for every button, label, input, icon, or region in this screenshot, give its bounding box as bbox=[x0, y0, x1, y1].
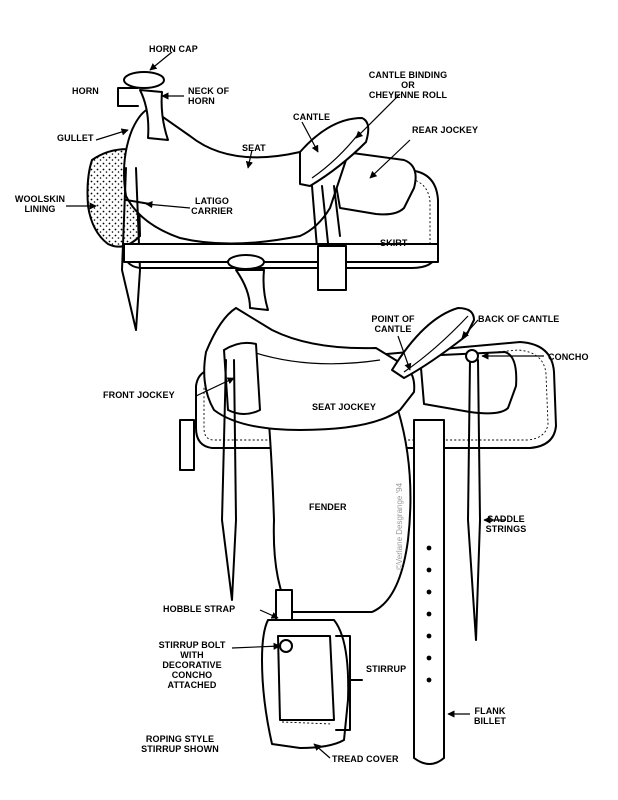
label-cantle: CANTLE bbox=[293, 112, 331, 122]
label-saddle-strings: SADDLE STRINGS bbox=[485, 514, 527, 534]
front-jockey bbox=[223, 341, 261, 415]
artist-credit: ©Verlane Desgrange '94 bbox=[395, 482, 404, 570]
label-flank-billet: FLANK BILLET bbox=[473, 706, 507, 726]
back-rigging bbox=[123, 243, 439, 263]
label-cantle-binding: CANTLE BINDING OR CHEYENNE ROLL bbox=[368, 70, 448, 100]
back-seat-body bbox=[123, 107, 353, 245]
leader-lines bbox=[66, 51, 544, 759]
label-back-of-cantle: BACK OF CANTLE bbox=[478, 314, 560, 324]
label-woolskin-lining: WOOLSKIN LINING bbox=[14, 194, 66, 214]
label-skirt: SKIRT bbox=[380, 238, 408, 248]
label-roping-style: ROPING STYLE STIRRUP SHOWN bbox=[141, 734, 219, 754]
back-horn-cap bbox=[123, 71, 165, 89]
label-fender: FENDER bbox=[309, 502, 347, 512]
fender bbox=[267, 409, 412, 613]
concho bbox=[465, 349, 479, 363]
hobble-strap bbox=[275, 589, 293, 621]
back-cantle bbox=[299, 117, 370, 187]
label-stirrup: STIRRUP bbox=[366, 664, 407, 674]
front-cantle bbox=[391, 307, 475, 379]
front-horn-neck bbox=[235, 269, 269, 311]
label-seat-jockey: SEAT JOCKEY bbox=[312, 402, 376, 412]
label-neck-of-horn: NECK OF HORN bbox=[188, 86, 230, 106]
back-saddle bbox=[86, 71, 439, 331]
billet-holes bbox=[426, 545, 432, 683]
label-point-of-cantle: POINT OF CANTLE bbox=[371, 314, 415, 334]
label-tread-cover: TREAD COVER bbox=[332, 754, 399, 764]
label-front-jockey: FRONT JOCKEY bbox=[103, 390, 175, 400]
front-latigo-keeper bbox=[179, 419, 195, 471]
label-rear-jockey: REAR JOCKEY bbox=[412, 125, 479, 135]
label-latigo-carrier: LATIGO CARRIER bbox=[191, 196, 233, 216]
label-horn-cap: HORN CAP bbox=[149, 44, 198, 54]
label-seat: SEAT bbox=[242, 143, 266, 153]
back-horn-neck bbox=[139, 89, 169, 141]
front-horn-cap bbox=[227, 254, 265, 270]
label-concho: CONCHO bbox=[548, 352, 589, 362]
stirrup-bolt bbox=[279, 639, 293, 653]
label-hobble-strap: HOBBLE STRAP bbox=[163, 604, 236, 614]
back-billet bbox=[317, 245, 347, 291]
label-horn: HORN bbox=[72, 86, 99, 96]
rear-jockey bbox=[329, 149, 417, 216]
label-gullet: GULLET bbox=[57, 133, 94, 143]
front-saddle bbox=[179, 254, 557, 765]
label-stirrup-bolt: STIRRUP BOLT WITH DECORATIVE CONCHO ATTA… bbox=[158, 640, 226, 690]
